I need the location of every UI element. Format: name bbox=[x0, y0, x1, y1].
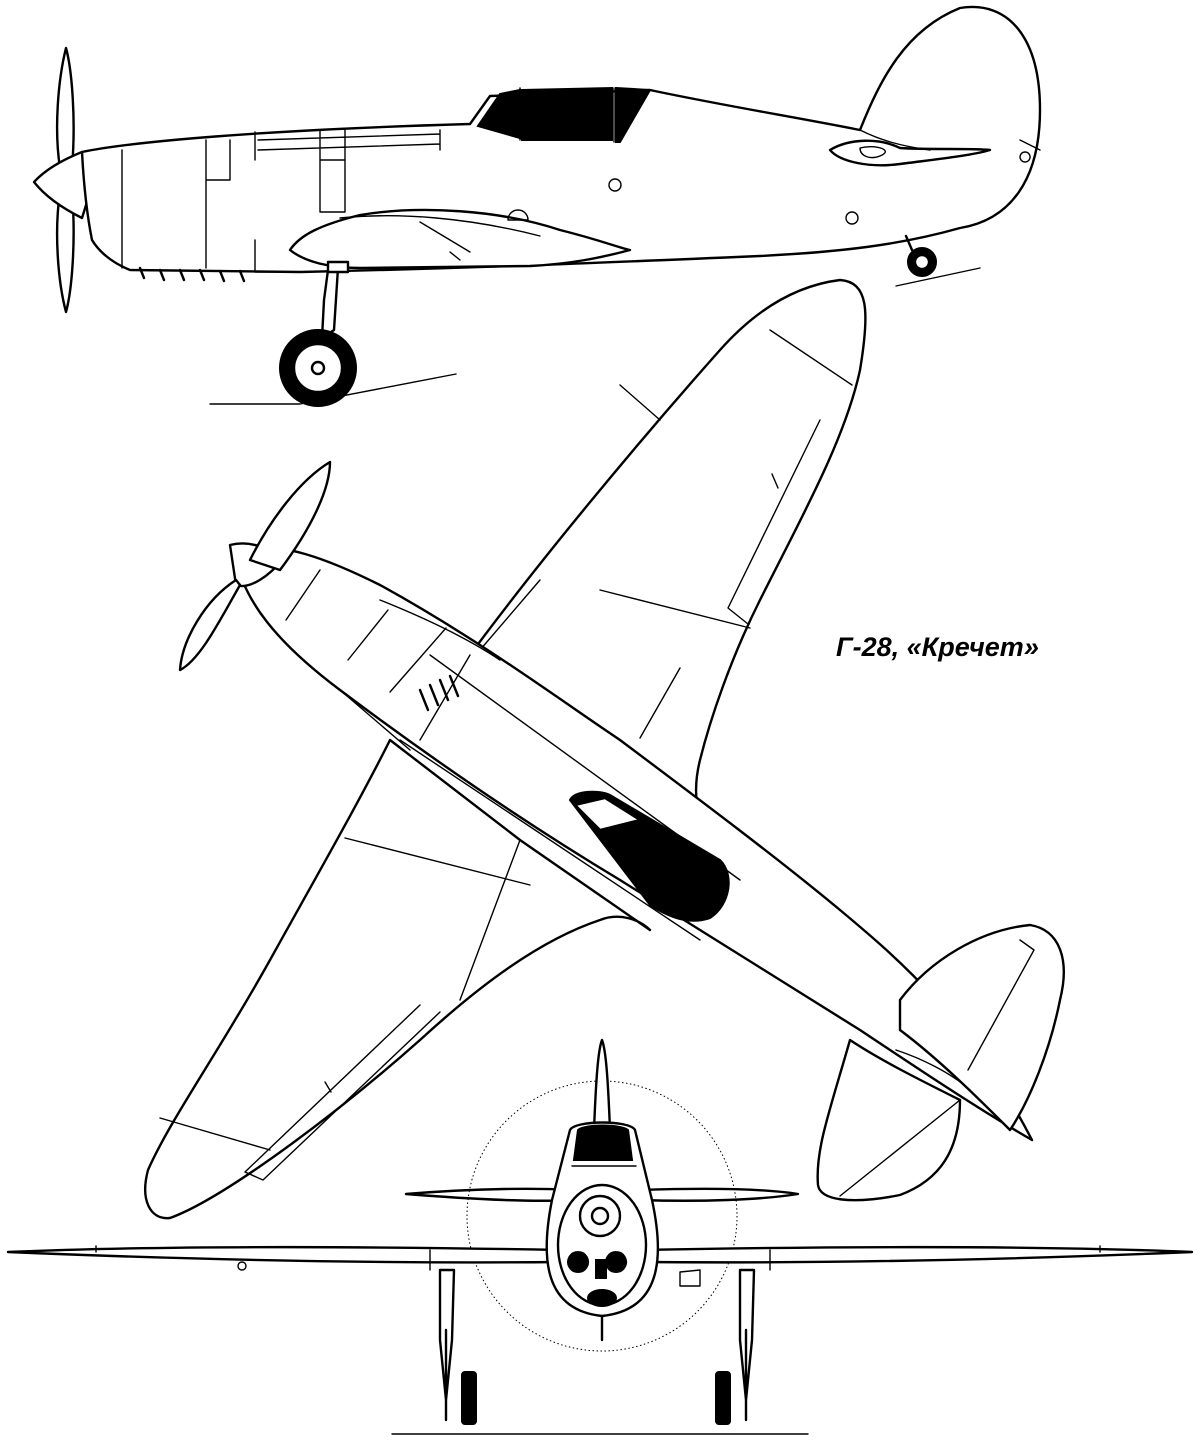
side-exhaust-stubs bbox=[138, 266, 246, 283]
plan-wing-lower bbox=[144, 738, 652, 1220]
plan-view bbox=[144, 278, 1065, 1220]
plan-exhaust-slots bbox=[418, 674, 460, 712]
plan-tailplane-lower bbox=[816, 1038, 962, 1202]
side-canopy-rear bbox=[615, 86, 652, 143]
side-fuel-cap bbox=[608, 178, 622, 192]
side-wing-fairing bbox=[288, 208, 632, 270]
side-canopy-glass bbox=[521, 86, 613, 141]
side-view bbox=[32, 5, 1042, 407]
plan-propeller-lower bbox=[178, 578, 242, 672]
side-aft-port bbox=[845, 211, 859, 225]
side-cowling-panels bbox=[121, 129, 441, 273]
front-view bbox=[6, 1038, 1194, 1435]
front-fin bbox=[592, 1038, 612, 1132]
plan-propeller-upper bbox=[248, 460, 332, 572]
front-intakes bbox=[567, 1251, 628, 1273]
front-gear-right bbox=[738, 1268, 756, 1422]
side-ground-line-main bbox=[209, 373, 457, 405]
front-canopy bbox=[572, 1124, 634, 1161]
side-main-gear-strut bbox=[320, 266, 340, 340]
front-spinner bbox=[578, 1194, 622, 1238]
front-stabilizer bbox=[404, 1187, 800, 1202]
side-propeller-upper bbox=[55, 46, 75, 170]
plan-aileron-lower bbox=[244, 1004, 441, 1181]
aircraft-title: Г-28, «Кречет» bbox=[836, 632, 1039, 662]
side-ground-line-tail bbox=[895, 267, 981, 287]
front-gear-left bbox=[438, 1268, 456, 1422]
side-propeller-lower bbox=[55, 190, 75, 314]
side-stabilizer bbox=[828, 139, 992, 167]
front-propeller-disc bbox=[466, 1080, 738, 1352]
plan-aileron-upper bbox=[727, 419, 821, 625]
